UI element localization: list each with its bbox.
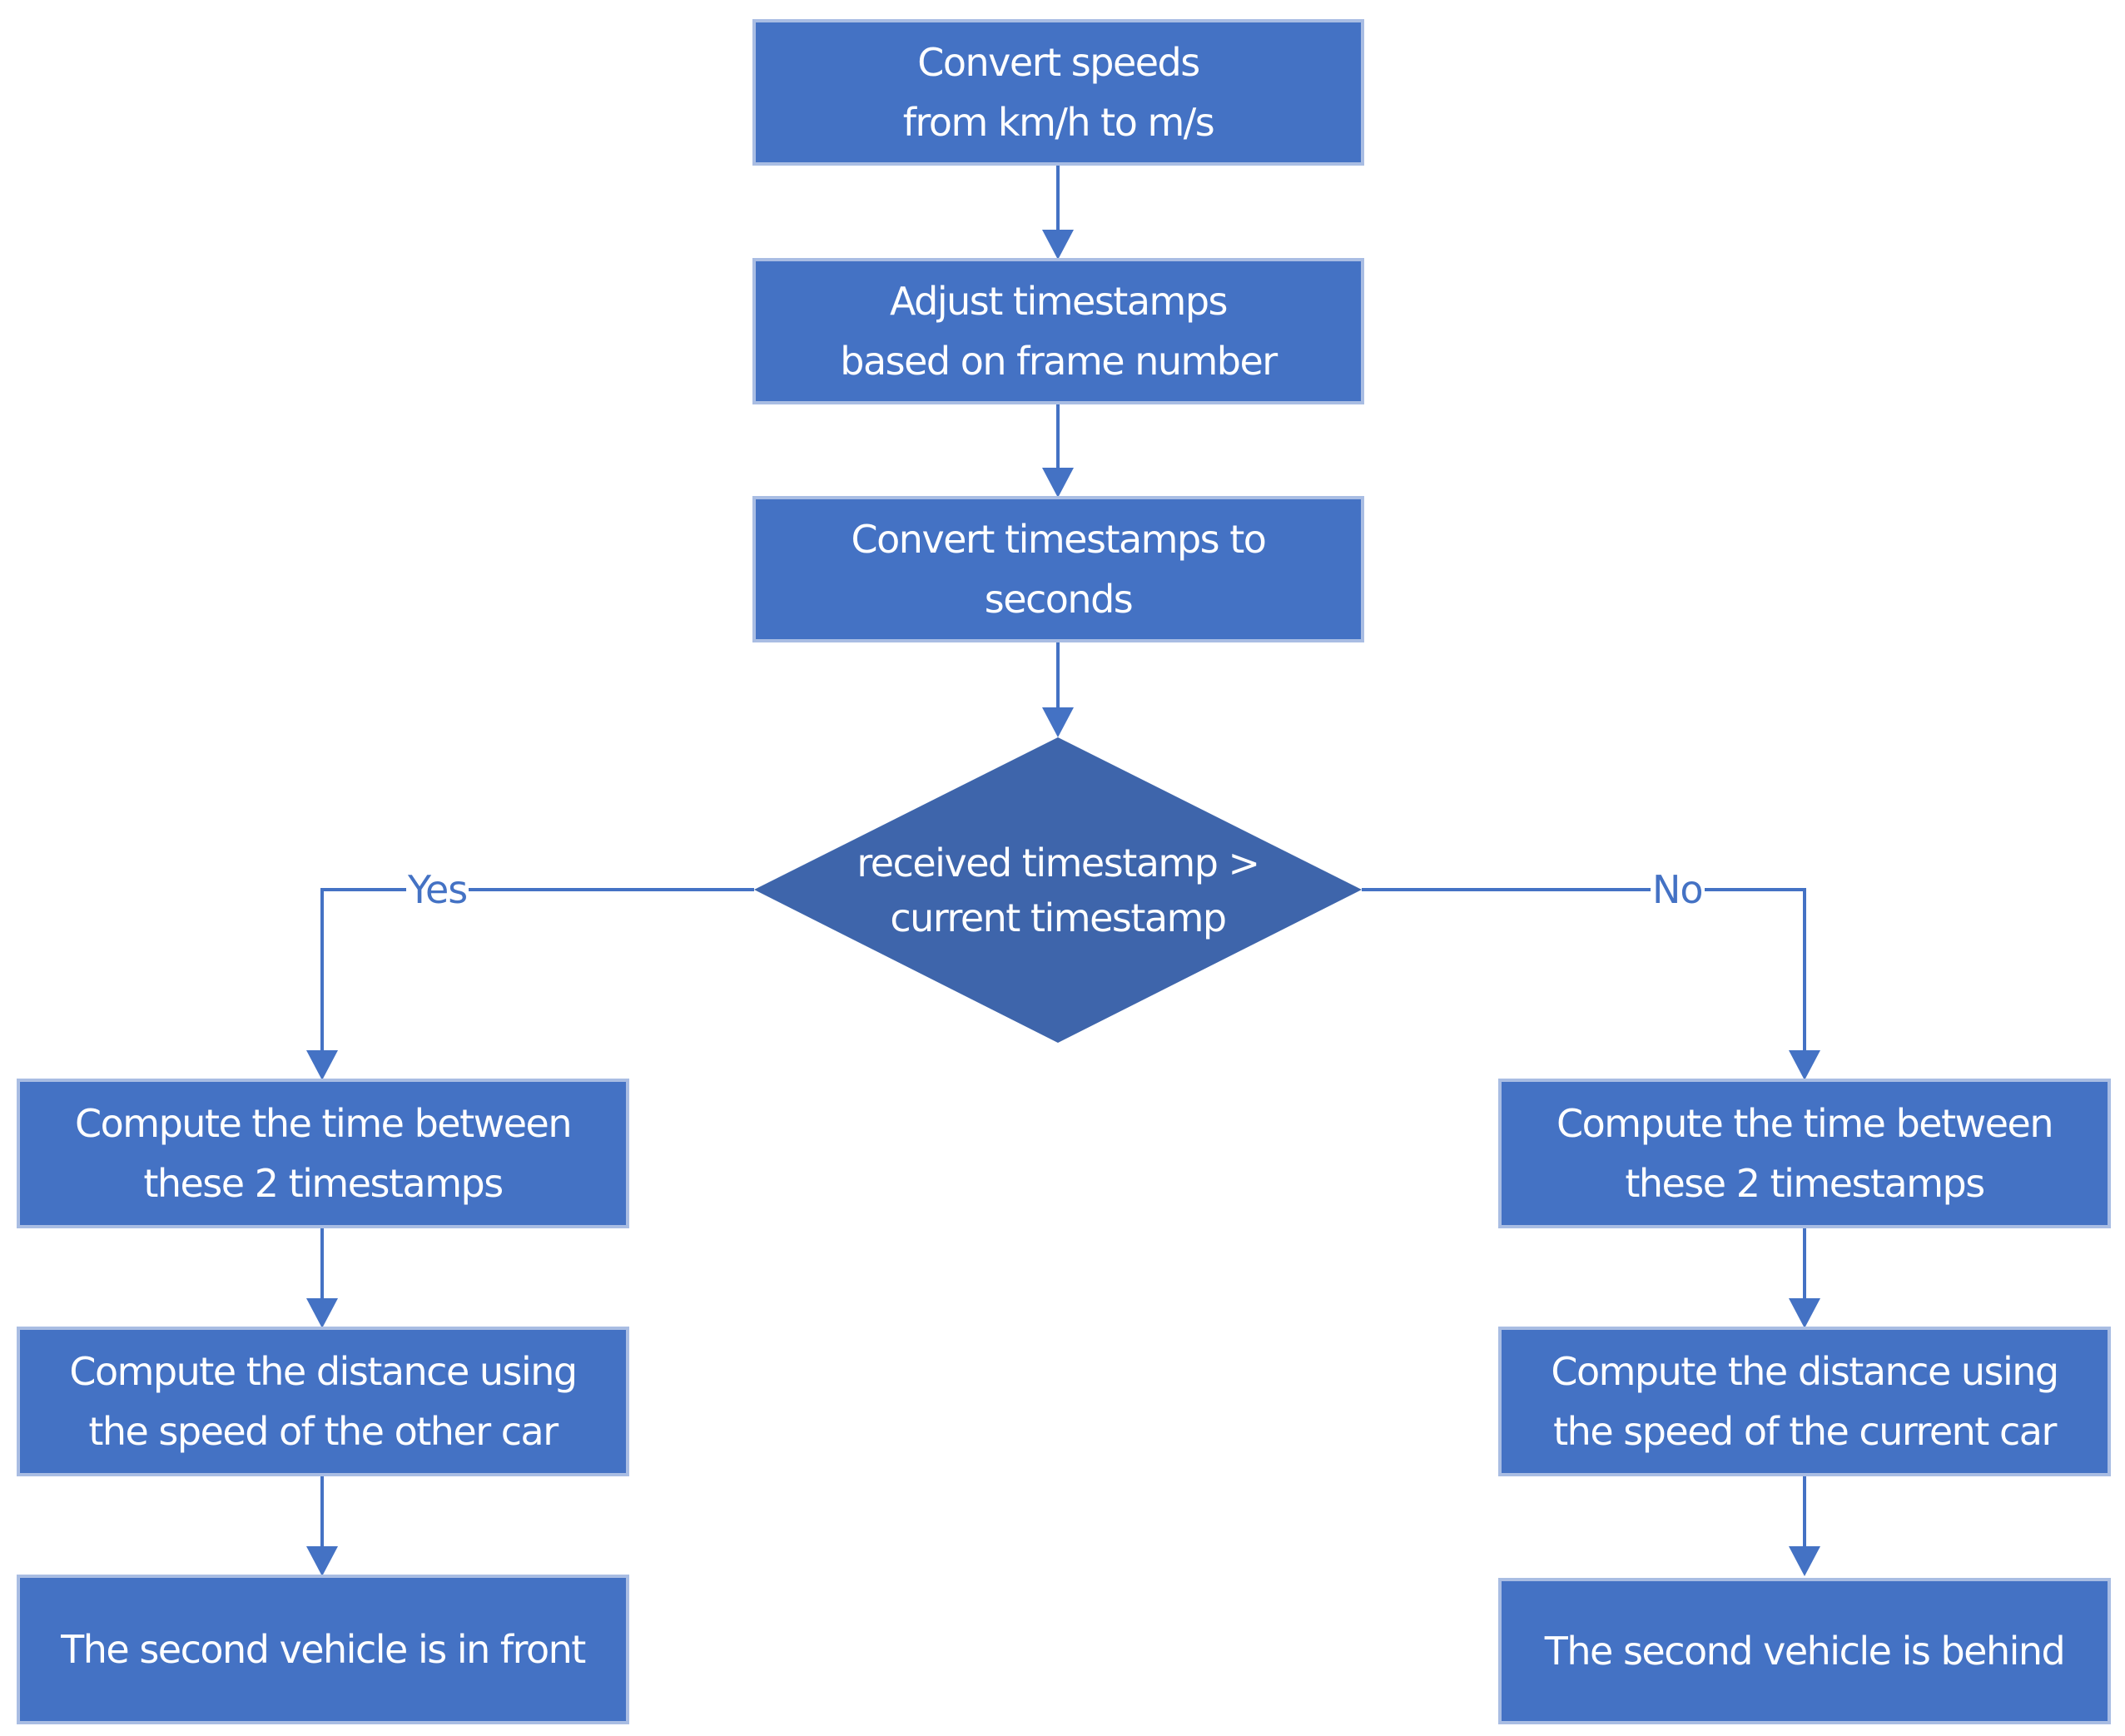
node-text-line: Compute the time between (1557, 1101, 2053, 1146)
arrowhead (1789, 1546, 1820, 1576)
node-text-line: these 2 timestamps (143, 1161, 504, 1206)
arrowhead (306, 1546, 338, 1576)
connector-no-branch (1362, 888, 1806, 1055)
node-text-line: Compute the distance using (1551, 1349, 2059, 1394)
node-no-result: The second vehicle is behind (1498, 1578, 2111, 1724)
edge-label-yes: Yes (406, 866, 469, 913)
arrowhead (1042, 468, 1074, 498)
node-text-line: Compute the distance using (69, 1349, 578, 1394)
node-text-line: these 2 timestamps (1625, 1161, 1985, 1206)
node-convert-timestamps: Convert timestamps to seconds (752, 496, 1364, 642)
arrowhead (1789, 1050, 1820, 1080)
node-no-compute-time: Compute the time between these 2 timesta… (1498, 1079, 2111, 1228)
node-text-line: Adjust timestamps (889, 279, 1229, 324)
node-text-line: The second vehicle is in front (61, 1627, 586, 1672)
node-text-line: The second vehicle is behind (1544, 1629, 2066, 1674)
decision-text-line: current timestamp (890, 895, 1227, 940)
arrowhead (1042, 230, 1074, 260)
node-text-line: Convert timestamps to (851, 517, 1267, 562)
node-text-line: from km/h to m/s (902, 100, 1215, 145)
node-yes-compute-time: Compute the time between these 2 timesta… (17, 1079, 629, 1228)
decision-diamond (754, 737, 1362, 1043)
node-text-line: the speed of the current car (1553, 1409, 2057, 1454)
connector-yes-branch (320, 888, 754, 1055)
arrowhead (306, 1298, 338, 1328)
node-yes-result: The second vehicle is in front (17, 1575, 629, 1724)
node-text-line: Compute the time between (75, 1101, 572, 1146)
node-text-line: Convert speeds (917, 40, 1200, 85)
node-no-compute-distance: Compute the distance using the speed of … (1498, 1327, 2111, 1476)
decision-text-line: received timestamp > (856, 841, 1260, 885)
arrowhead (306, 1050, 338, 1080)
arrowhead (1042, 707, 1074, 737)
arrowhead (1789, 1298, 1820, 1328)
node-adjust-timestamps: Adjust timestamps based on frame number (752, 258, 1364, 404)
node-text-line: seconds (984, 577, 1134, 622)
decision-label: received timestamp > current timestamp (821, 832, 1295, 949)
edge-label-no: No (1651, 866, 1705, 913)
node-convert-speeds: Convert speeds from km/h to m/s (752, 19, 1364, 166)
node-text-line: the speed of the other car (88, 1409, 559, 1454)
node-yes-compute-distance: Compute the distance using the speed of … (17, 1327, 629, 1476)
node-text-line: based on frame number (840, 339, 1278, 384)
